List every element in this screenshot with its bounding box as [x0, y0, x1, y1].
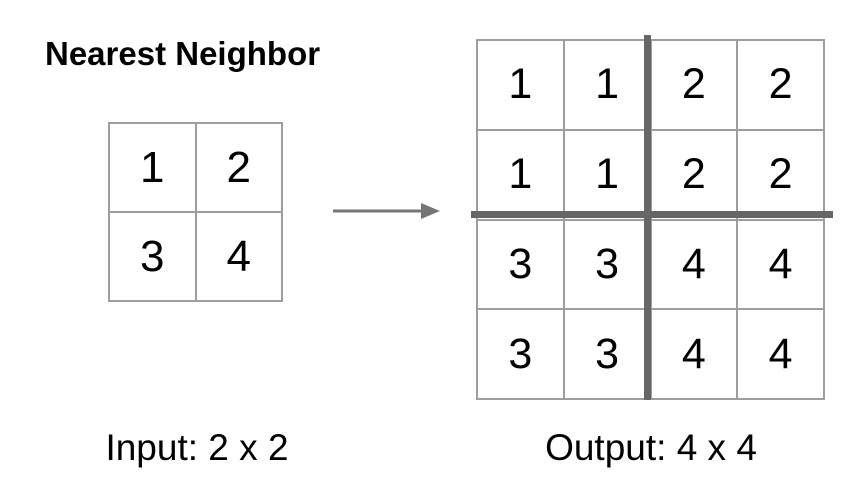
output-size-label: Output: 4 x 4: [545, 427, 757, 468]
output-grid-cell: 3: [564, 220, 650, 309]
output-grid-cell: 3: [478, 220, 563, 309]
output-grid: 1 1 2 2 1 1 2 2 3 3 4 4 3 3 4 4: [471, 35, 833, 400]
output-grid-cell: 1: [564, 130, 650, 219]
output-grid-cell: 4: [651, 310, 737, 398]
output-grid-cell: 4: [738, 310, 823, 398]
input-grid-cell: 2: [196, 124, 281, 211]
output-grid-cell: 2: [738, 41, 823, 129]
right-arrow-icon: [333, 203, 440, 219]
input-grid-cell: 3: [110, 213, 195, 300]
thick-horizontal-divider: [471, 211, 833, 218]
output-grid-cell: 1: [478, 41, 563, 129]
output-grid-cell: 2: [651, 41, 737, 129]
input-grid-cell: 4: [196, 213, 281, 300]
output-grid-cell: 4: [738, 220, 823, 309]
output-grid-cell: 1: [478, 130, 563, 219]
diagram-title: Nearest Neighbor: [45, 35, 321, 72]
input-grid-cell: 1: [110, 124, 195, 211]
output-grid-cell: 3: [564, 310, 650, 398]
input-grid: 1 2 3 4: [108, 122, 283, 302]
output-grid-cell: 1: [564, 41, 650, 129]
output-grid-cell: 3: [478, 310, 563, 398]
input-size-label: Input: 2 x 2: [105, 427, 289, 468]
output-grid-cell: 2: [738, 130, 823, 219]
output-grid-cell: 2: [651, 130, 737, 219]
output-grid-cell: 4: [651, 220, 737, 309]
